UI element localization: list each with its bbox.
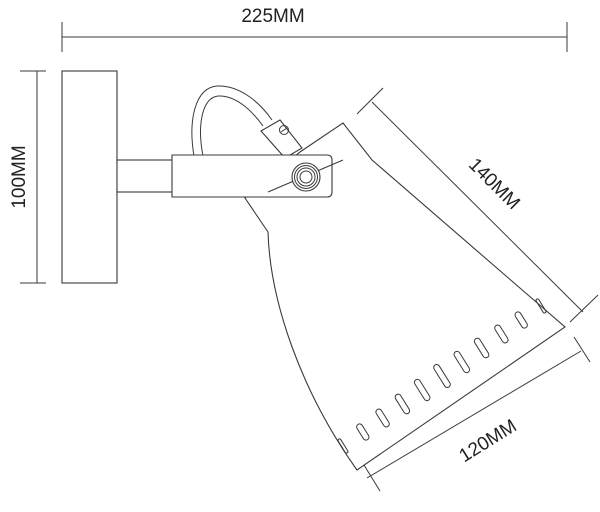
shade-length-label: 140MM xyxy=(464,154,524,214)
vent-slot xyxy=(514,311,528,329)
hinge-bracket xyxy=(171,154,333,198)
shade-diameter-label: 120MM xyxy=(456,416,521,467)
height-dimension: 100MM xyxy=(9,70,46,284)
knob-screw-icon xyxy=(299,170,313,184)
vent-slot xyxy=(494,324,509,344)
vent-slot xyxy=(375,408,390,428)
vent-slot xyxy=(394,393,411,415)
vent-slot xyxy=(535,298,547,314)
height-label: 100MM xyxy=(9,145,30,208)
shade-length-line xyxy=(371,101,584,313)
vent-slot xyxy=(356,423,370,441)
shade-diameter-tick-left xyxy=(363,464,381,492)
vent-slot xyxy=(433,364,451,388)
shade-diameter-line xyxy=(366,350,582,479)
vent-slot xyxy=(473,337,490,359)
vent-slot xyxy=(337,438,349,454)
vent-slots xyxy=(337,298,547,454)
lamp-shade xyxy=(244,122,566,471)
width-label: 225MM xyxy=(241,6,304,27)
width-dimension: 225MM xyxy=(61,6,568,52)
wall-plate xyxy=(61,70,118,284)
shade-length-tick-bottom xyxy=(569,294,599,323)
shade-diameter-tick-right xyxy=(573,336,591,363)
cable-ferrule xyxy=(260,119,303,159)
shade-length-tick-top xyxy=(356,87,384,115)
vent-slot xyxy=(413,378,431,402)
cable-loop xyxy=(191,85,273,157)
arm-stem xyxy=(116,159,174,193)
adjustment-knob[interactable] xyxy=(267,159,344,193)
vent-slot xyxy=(453,350,471,374)
ferrule-screw-icon xyxy=(279,125,289,135)
